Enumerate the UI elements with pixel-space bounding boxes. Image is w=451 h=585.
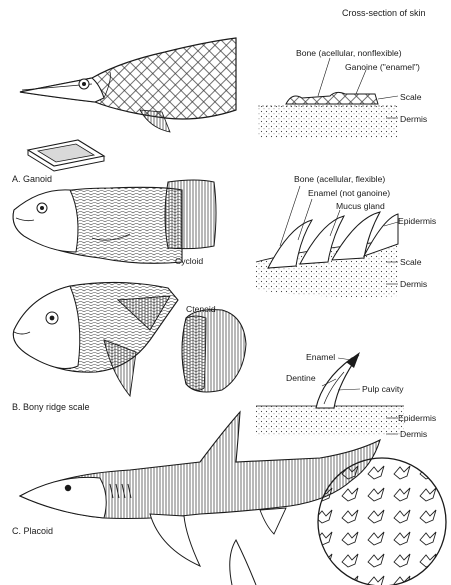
ganoid-label-scale: Scale [400,92,422,102]
placoid-label-dermis: Dermis [400,429,427,439]
ganoid-label-ganoine: Ganoine ("enamel") [345,62,420,72]
bony-label-epidermis: Epidermis [398,216,436,226]
section-label-bony-ridge: B. Bony ridge scale [12,402,90,413]
bony-label-enamel: Enamel (not ganoine) [308,188,390,198]
ganoid-label-bone: Bone (acellular, nonflexible) [296,48,402,58]
placoid-label-pulp: Pulp cavity [362,384,404,394]
cycloid-fish-illustration [13,180,216,263]
ganoid-scale-detail [28,140,104,171]
bony-label-scale: Scale [400,257,422,267]
section-label-placoid: C. Placoid [12,526,53,537]
label-cycloid: Cycloid [175,256,203,266]
bony-label-dermis: Dermis [400,279,427,289]
placoid-label-dentine: Dentine [286,373,316,383]
header-cross-section: Cross-section of skin [342,8,426,19]
placoid-label-enamel: Enamel [306,352,335,362]
placoid-label-epidermis: Epidermis [398,413,436,423]
ganoid-label-dermis: Dermis [400,114,427,124]
gar-fish-illustration [20,38,236,132]
section-label-ganoid: A. Ganoid [12,174,52,185]
placoid-skin-cross-section [256,352,404,436]
bony-label-mucus: Mucus gland [336,201,385,211]
label-ctenoid: Ctenoid [186,304,216,314]
bony-label-bone: Bone (acellular, flexible) [294,174,385,184]
placoid-denticles-magnified [318,458,446,585]
ctenoid-fish-illustration [13,282,246,396]
